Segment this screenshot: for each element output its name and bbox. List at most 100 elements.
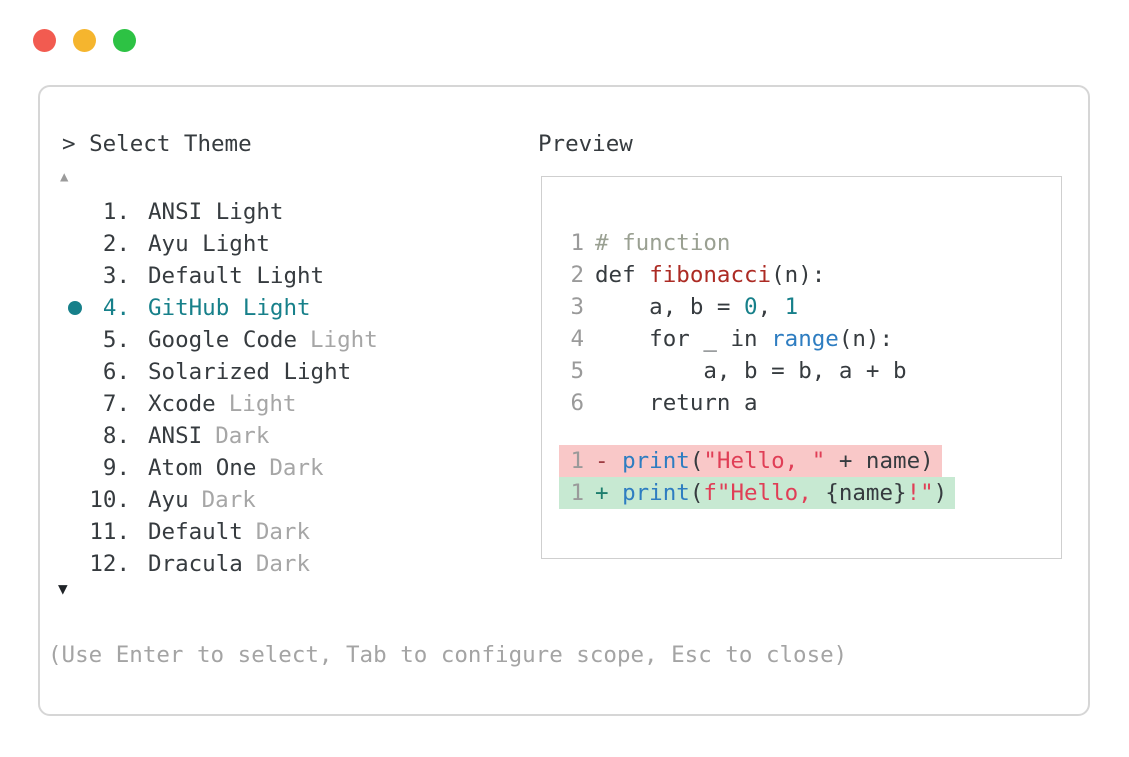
close-button[interactable] xyxy=(33,29,56,52)
theme-item-6[interactable]: 6. Solarized Light xyxy=(60,356,378,388)
theme-item-number: 4. xyxy=(102,295,130,321)
theme-item-variant: Dark xyxy=(255,551,311,577)
theme-item-label: Atom One xyxy=(148,455,257,481)
theme-item-variant: Dark xyxy=(255,519,311,545)
theme-item-number: 9. xyxy=(102,455,130,481)
theme-item-label: Google Code xyxy=(148,327,298,353)
select-theme-prompt: > Select Theme xyxy=(62,131,252,157)
code-content: def fibonacci(n): xyxy=(595,259,825,291)
theme-item-number: 10. xyxy=(89,487,130,513)
token-string: f"Hello, xyxy=(703,480,826,506)
code-line-1: 1 # function xyxy=(559,227,1061,259)
bullet-slot xyxy=(60,548,88,580)
token-plain: def xyxy=(595,262,650,288)
token-plain: (n): xyxy=(838,326,894,352)
window-controls xyxy=(33,29,136,52)
token-plain: for _ in xyxy=(595,326,772,352)
token-plain: ( xyxy=(689,448,704,474)
line-number: 3 xyxy=(570,294,584,320)
code-content: a, b = 0, 1 xyxy=(595,291,798,323)
token-minus: - xyxy=(595,448,623,474)
token-number: 1 xyxy=(784,294,799,320)
theme-item-label: Ayu Light xyxy=(148,231,270,257)
theme-item-1[interactable]: 1.ANSI Light xyxy=(60,196,378,228)
token-string: !" xyxy=(906,480,934,506)
diff-line-removed: 1- print("Hello, " + name) xyxy=(559,445,1061,477)
theme-item-label: ANSI xyxy=(148,423,203,449)
scroll-up-icon[interactable]: ▲ xyxy=(60,169,69,185)
token-plain: (n): xyxy=(771,262,826,288)
token-interpolation: {name} xyxy=(825,480,907,506)
code-content: return a xyxy=(595,387,758,419)
token-function: fibonacci xyxy=(649,262,772,288)
theme-item-3[interactable]: 3.Default Light xyxy=(60,260,378,292)
theme-item-number: 6. xyxy=(102,359,130,385)
bullet-slot xyxy=(60,356,88,388)
token-plain: , xyxy=(757,294,785,320)
code-content: a, b = b, a + b xyxy=(595,355,907,387)
theme-item-2[interactable]: 2. Ayu Light xyxy=(60,228,378,260)
diff-lines: 1- print("Hello, " + name)1+ print(f"Hel… xyxy=(559,445,1061,509)
line-number: 6 xyxy=(570,390,584,416)
theme-item-number: 2. xyxy=(102,231,130,257)
theme-item-label: Xcode xyxy=(148,391,216,417)
diff-line-added: 1+ print(f"Hello, {name}!") xyxy=(559,477,1061,509)
code-content: + print(f"Hello, {name}!") xyxy=(595,477,947,509)
minimize-button[interactable] xyxy=(73,29,96,52)
theme-item-number: 7. xyxy=(102,391,130,417)
zoom-button[interactable] xyxy=(113,29,136,52)
bullet-slot xyxy=(60,516,88,548)
code-content: - print("Hello, " + name) xyxy=(595,445,934,477)
bullet-slot xyxy=(60,260,88,292)
bullet-slot xyxy=(60,388,88,420)
code-blank-line xyxy=(559,419,1061,445)
theme-item-label: Solarized Light xyxy=(148,359,352,385)
line-number: 1 xyxy=(570,230,584,256)
theme-item-4[interactable]: 4. GitHub Light xyxy=(60,292,378,324)
bullet-slot xyxy=(60,484,88,516)
token-comment: # function xyxy=(595,230,731,256)
theme-item-5[interactable]: 5. Google Code Light xyxy=(60,324,378,356)
theme-item-label: Default xyxy=(148,519,243,545)
theme-item-number: 5. xyxy=(102,327,130,353)
token-plain: + name) xyxy=(825,448,934,474)
token-builtin: print xyxy=(622,480,690,506)
preview-title: Preview xyxy=(538,131,633,157)
token-string: "Hello, " xyxy=(703,448,826,474)
diff-highlight-removed: 1- print("Hello, " + name) xyxy=(559,445,942,477)
diff-highlight-added: 1+ print(f"Hello, {name}!") xyxy=(559,477,956,509)
theme-item-variant: Dark xyxy=(215,423,270,449)
theme-item-number: 8. xyxy=(102,423,130,449)
code-line-3: 3 a, b = 0, 1 xyxy=(559,291,1061,323)
theme-item-9[interactable]: 9. Atom One Dark xyxy=(60,452,378,484)
scroll-down-icon[interactable]: ▼ xyxy=(58,579,68,598)
token-plain: a, b = xyxy=(595,294,745,320)
bullet-slot xyxy=(60,452,88,484)
theme-item-8[interactable]: 8. ANSI Dark xyxy=(60,420,378,452)
token-plain: a, b = b, a + b xyxy=(595,358,907,384)
token-number: 0 xyxy=(744,294,758,320)
theme-picker-window: > Select Theme ▲ 1.ANSI Light 2. Ayu Light… xyxy=(38,85,1090,716)
theme-item-variant: Dark xyxy=(201,487,256,513)
theme-item-label: ANSI Light xyxy=(148,199,284,225)
code-line-4: 4 for _ in range(n): xyxy=(559,323,1061,355)
bullet-slot xyxy=(60,196,88,228)
theme-item-number: 12. xyxy=(89,551,130,577)
token-plain: ( xyxy=(689,480,704,506)
line-number: 2 xyxy=(570,262,584,288)
code-line-5: 5 a, b = b, a + b xyxy=(559,355,1061,387)
theme-item-label: Default Light xyxy=(148,263,325,289)
code-line-2: 2 def fibonacci(n): xyxy=(559,259,1061,291)
theme-item-label: GitHub Light xyxy=(148,295,311,321)
theme-item-variant: Dark xyxy=(269,455,324,481)
token-plain: return a xyxy=(595,390,758,416)
code-content: # function xyxy=(595,227,730,259)
theme-item-variant: Light xyxy=(310,327,378,353)
bullet-slot xyxy=(60,324,88,356)
